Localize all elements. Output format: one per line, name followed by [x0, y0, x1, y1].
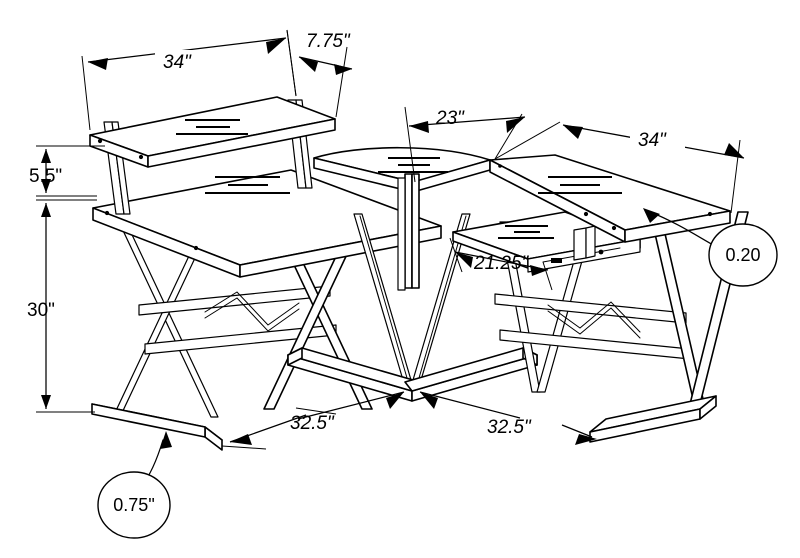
corner-center-post [397, 173, 420, 291]
dimension-label-34-left: 34" [163, 52, 192, 73]
dimension-label-30: 30" [27, 300, 55, 321]
right-foot-rail [589, 395, 717, 443]
dimension-right-footprint: 32.5" [419, 391, 597, 445]
dimension-desk-height: 30" [27, 199, 97, 413]
right-stretcher-zigzag [547, 301, 641, 339]
glass-hatch-keyboard-tray [498, 224, 554, 240]
dimension-right-top-width: 34" [494, 121, 745, 214]
tray-bracket [573, 225, 596, 261]
left-foot-rail [91, 403, 223, 451]
dimension-label-21-25: 21.25" [473, 253, 530, 274]
left-stretcher-zigzag [204, 291, 300, 332]
left-desktop-panel [92, 169, 442, 278]
corner-desktop-panel [313, 146, 491, 193]
corner-assembly [287, 146, 538, 402]
corner-foot-rail [287, 347, 538, 402]
glass-hatch-corner [378, 156, 448, 174]
dimension-label-32-5-right: 32.5" [487, 417, 532, 438]
dimension-left-footprint: 32.5" [221, 391, 405, 450]
balloon-label-0-75: 0.75" [113, 495, 154, 515]
dimension-label-23: 23" [435, 108, 465, 129]
dimension-label-7-75: 7.75" [306, 31, 351, 52]
dimension-keyboard-tray: 21.25" [449, 237, 553, 291]
balloon-frame-callout: 0.75" [97, 431, 172, 539]
glass-hatch-left-desktop [205, 175, 290, 195]
dimension-label-34-right: 34" [638, 130, 667, 151]
dimension-label-5-5: 5.5" [29, 166, 62, 187]
right-wing-assembly [452, 154, 749, 443]
dimension-corner-depth: 23" [404, 106, 526, 183]
dimension-label-32-5-left: 32.5" [290, 413, 335, 434]
dimension-hutch-clearance: 5.5" [29, 145, 105, 197]
glass-hatch-hutch [176, 118, 248, 136]
dimension-hutch-depth: 7.75" [286, 29, 353, 118]
dimension-hutch-width: 34" [81, 29, 297, 131]
hutch-shelf-panel [89, 96, 336, 168]
left-stretcher-upper [138, 285, 331, 316]
right-desktop-panel [489, 154, 731, 243]
balloon-thickness-callout: 0.20 [643, 208, 778, 287]
glass-hatch-right-desktop [538, 175, 622, 195]
balloon-label-0-20: 0.20 [725, 245, 760, 265]
